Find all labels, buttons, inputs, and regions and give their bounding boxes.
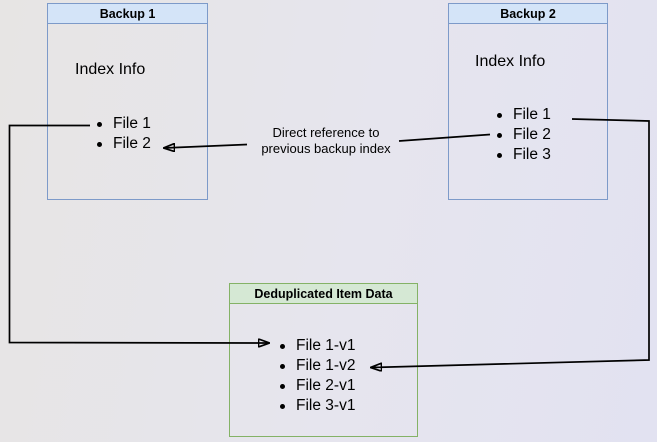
list-item-label: File 2-v1 [296,377,356,394]
bullet-icon [97,141,102,147]
list-item-label: File 2 [113,135,151,152]
backup-1-box: Backup 1 [47,3,208,200]
list-item: File 3-v1 [280,396,355,416]
list-item-label: File 1-v2 [296,357,356,374]
list-item: File 2 [97,134,151,154]
list-item: File 1 [97,114,151,134]
list-item-label: File 2 [513,126,551,143]
deduplicated-item-data-box: Deduplicated Item Data [229,283,418,437]
backup-2-box: Backup 2 [448,3,608,200]
annotation-line-2: previous backup index [261,140,391,156]
list-item: File 3 [497,145,551,165]
list-item: File 1-v1 [280,336,355,356]
list-item-label: File 3 [513,146,551,163]
backup-2-index-info-label: Index Info [475,53,546,70]
backup-1-file-list: File 1 File 2 [97,114,151,154]
annotation-line-1: Direct reference to [272,125,380,140]
list-item-label: File 1-v1 [296,337,356,354]
bullet-icon [280,363,285,369]
backup-2-file-list: File 1 File 2 File 3 [497,105,551,165]
bullet-icon [280,403,285,409]
list-item: File 1 [497,105,551,125]
bullet-icon [97,121,102,127]
backup-1-index-info-label: Index Info [75,61,146,78]
bullet-icon [497,132,502,138]
bullet-icon [280,343,285,349]
list-item: File 2 [497,125,551,145]
bullet-icon [497,112,502,118]
dedup-item-list: File 1-v1 File 1-v2 File 2-v1 File 3-v1 [280,336,355,416]
list-item: File 1-v2 [280,356,355,376]
bullet-icon [280,383,285,389]
list-item-label: File 1 [513,106,551,123]
direct-reference-annotation: Direct reference to previous backup inde… [244,125,408,156]
backup-2-title: Backup 2 [449,4,607,24]
list-item-label: File 3-v1 [296,397,356,414]
bullet-icon [497,152,502,158]
deduplicated-item-data-title: Deduplicated Item Data [230,284,417,304]
list-item-label: File 1 [113,115,151,132]
list-item: File 2-v1 [280,376,355,396]
backup-1-title: Backup 1 [48,4,207,24]
